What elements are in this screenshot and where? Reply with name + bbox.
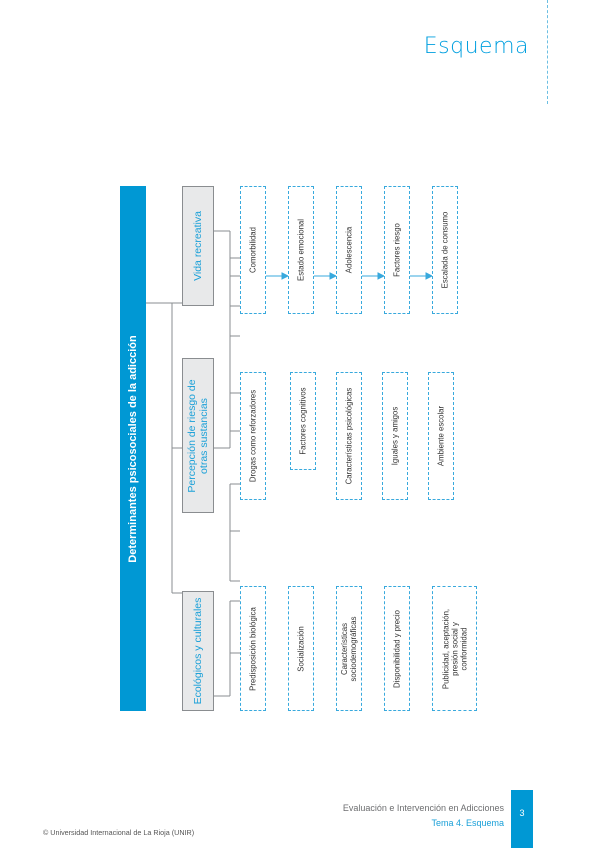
item-disponibilidad: Disponibilidad y precio — [384, 586, 410, 711]
connector-main — [146, 302, 182, 594]
item-iguales-amigos: Iguales y amigos — [382, 372, 408, 500]
item-publicidad: Publicidad, aceptación, presión social y… — [432, 586, 477, 711]
item-adolescencia: Adolescencia — [336, 186, 362, 314]
margin-divider — [547, 0, 548, 104]
item-label: Publicidad, aceptación, presión social y… — [441, 608, 468, 689]
arrow-row1 — [266, 272, 434, 280]
footer-course: Evaluación e Intervención en Adicciones — [342, 803, 504, 813]
item-predisposicion: Predisposición biológica — [240, 586, 266, 711]
item-label: Adolescencia — [344, 226, 354, 274]
item-estado-emocional: Estado emocional — [288, 186, 314, 314]
item-label: Estado emocional — [296, 219, 306, 281]
item-ambiente-escolar: Ambiente escolar — [428, 372, 454, 500]
category-percepcion: Percepción de riesgo de otras sustancias — [182, 358, 214, 513]
item-label: Características psicológicas — [344, 387, 354, 485]
footer-topic: Tema 4. Esquema — [431, 818, 504, 828]
connector-col3 — [214, 230, 240, 277]
item-factores-riesgo: Factores riesgo — [384, 186, 410, 314]
item-label: Factores cognitivos — [298, 387, 308, 455]
item-label: Comorbilidad — [248, 227, 258, 273]
page-number: 3 — [511, 790, 533, 848]
category-vida-recreativa: Vida recreativa — [182, 186, 214, 306]
item-caracteristicas-socio: Características sociodemográficas — [336, 586, 362, 711]
main-bar: Determinantes psicosociales de la adicci… — [120, 186, 146, 711]
item-socializacion: Socialización — [288, 586, 314, 711]
item-label: Disponibilidad y precio — [392, 609, 402, 688]
item-label: Escalada de consumo — [440, 211, 450, 289]
category-ecologicos: Ecológicos y culturales — [182, 591, 214, 711]
connector-col2-chain — [229, 257, 240, 393]
item-label: Predisposición biológica — [248, 606, 258, 691]
category-label: Vida recreativa — [192, 211, 204, 281]
connector-col1-chain — [229, 483, 240, 582]
item-label: Iguales y amigos — [390, 406, 400, 466]
item-label: Características sociodemográficas — [340, 615, 358, 682]
diagram-connectors — [146, 230, 434, 697]
category-label: Percepción de riesgo de otras sustancias — [186, 378, 210, 493]
page-title: Esquema — [423, 34, 529, 59]
main-title: Determinantes psicosociales de la adicci… — [127, 334, 139, 563]
item-label: Factores riesgo — [392, 223, 402, 277]
item-escalada-consumo: Escalada de consumo — [432, 186, 458, 314]
copyright: © Universidad Internacional de La Rioja … — [43, 828, 195, 837]
concept-diagram: Determinantes psicosociales de la adicci… — [120, 186, 485, 711]
category-label: Ecológicos y culturales — [192, 597, 204, 705]
item-caracteristicas-psico: Características psicológicas — [336, 372, 362, 500]
item-label: Ambiente escolar — [436, 405, 446, 467]
item-factores-cognitivos: Factores cognitivos — [290, 372, 316, 470]
connector-col2 — [214, 392, 240, 449]
item-comorbilidad: Comorbilidad — [240, 186, 266, 314]
item-drogas-reforzadores: Drogas como reforzadores — [240, 372, 266, 500]
item-label: Drogas como reforzadores — [248, 389, 258, 483]
item-label: Socialización — [296, 625, 306, 672]
connector-col1 — [214, 600, 240, 697]
